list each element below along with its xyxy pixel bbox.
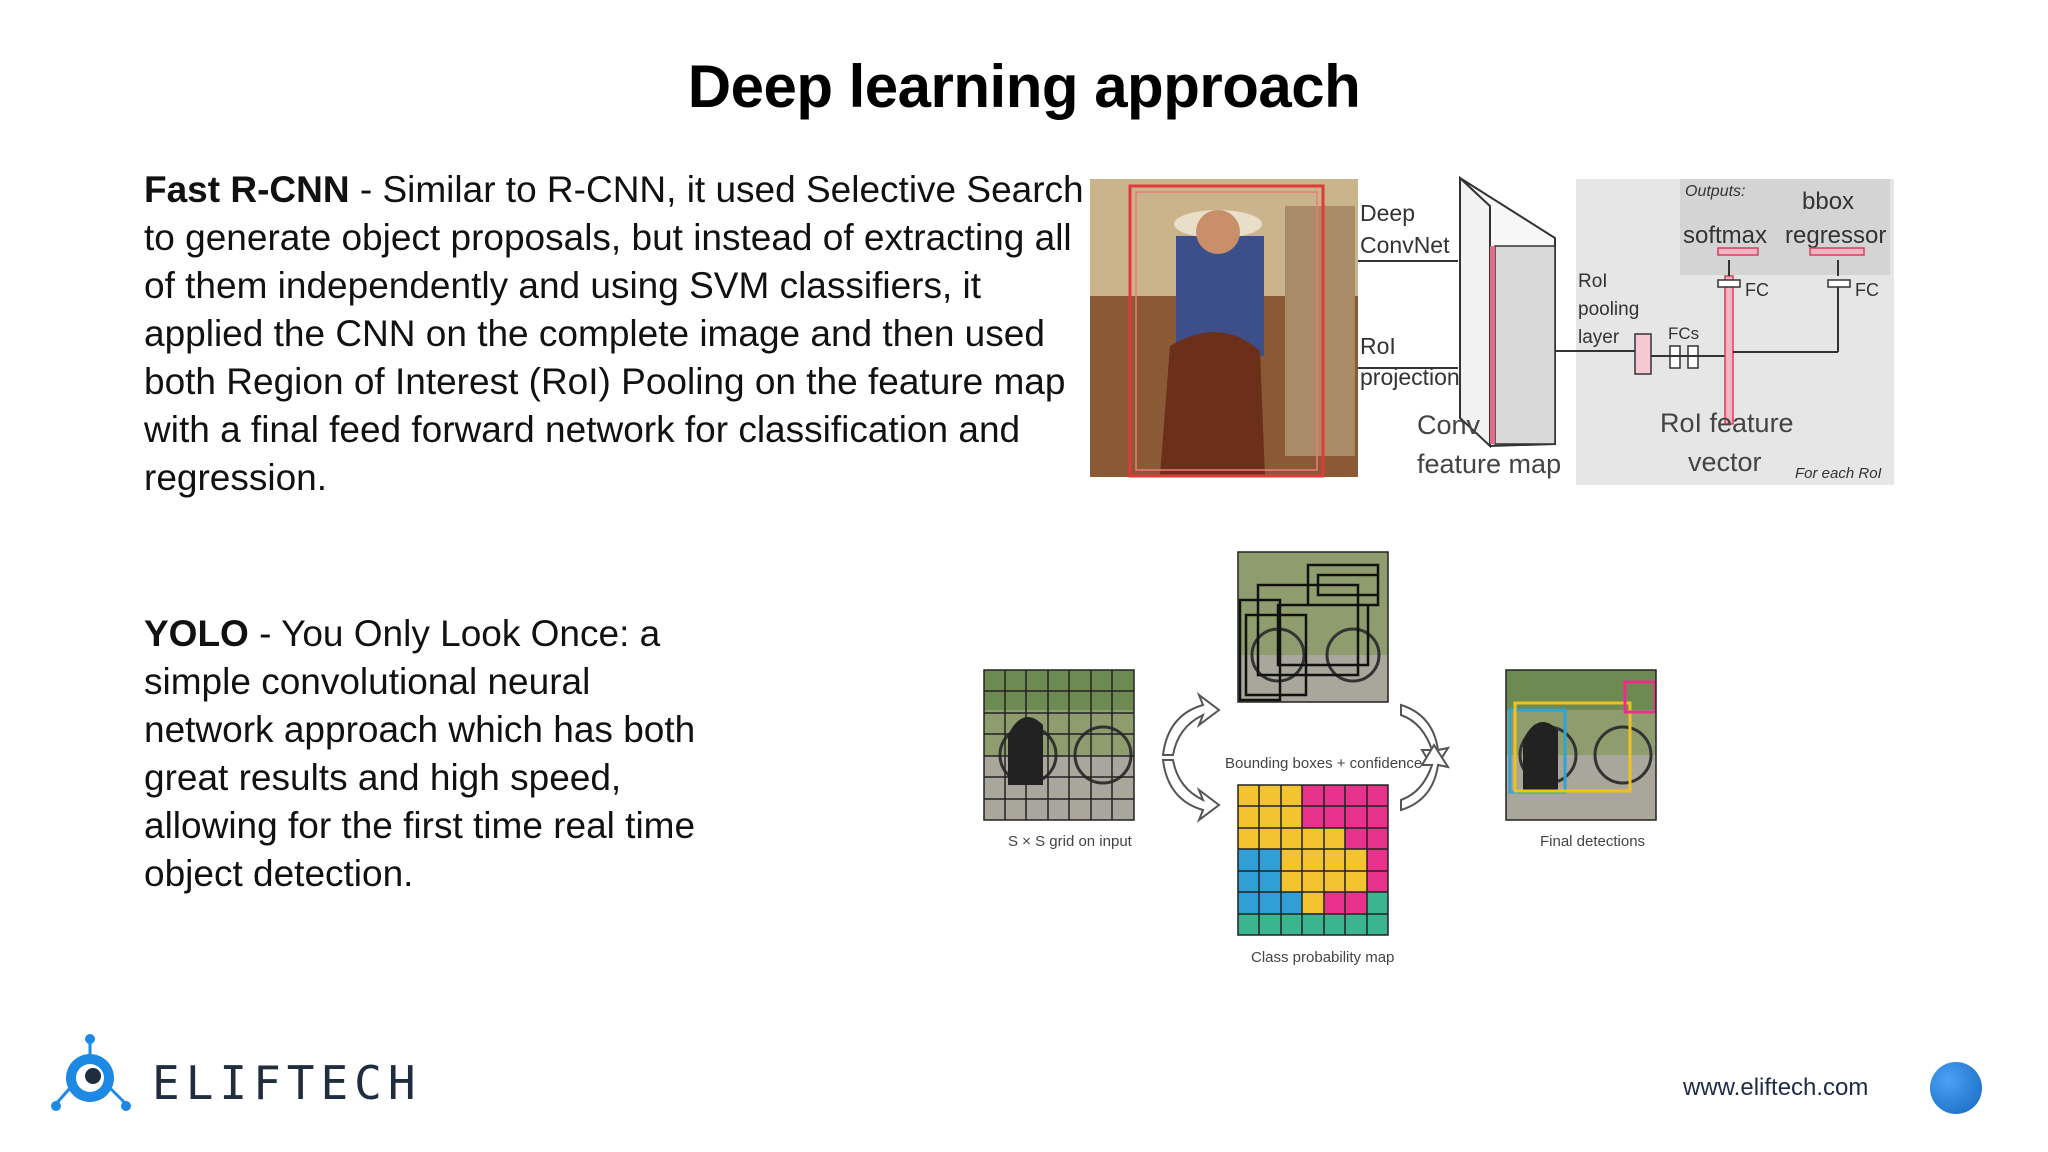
yolo-bounding-boxes [1237, 551, 1389, 703]
bbox-caption: Bounding boxes + confidence [1225, 755, 1422, 772]
yolo-term: YOLO [144, 613, 249, 654]
final-caption: Final detections [1540, 833, 1645, 850]
cowboy-photo [1090, 179, 1358, 478]
fast-rcnn-term: Fast R-CNN [144, 169, 350, 210]
convnet-label: ConvNet [1360, 232, 1450, 258]
roi-pool-label-2: pooling [1578, 299, 1639, 320]
yolo-diagram: S × S grid on input Bounding boxes + con… [983, 551, 1657, 966]
roi-feature-label: RoI feature [1660, 408, 1794, 438]
vector-label: vector [1688, 447, 1762, 477]
yolo-text: You Only Look Once: a simple convolution… [144, 613, 696, 894]
bbox-label: bbox [1802, 188, 1854, 215]
grid-caption: S × S grid on input [1008, 833, 1133, 850]
conv-feature-map-block [1459, 176, 1556, 449]
yolo-paragraph: YOLO - You Only Look Once: a simple conv… [144, 610, 724, 898]
website-link[interactable]: www.eliftech.com [1683, 1074, 1869, 1101]
outputs-label: Outputs: [1685, 183, 1745, 200]
brand-dot-icon [1930, 1062, 1982, 1114]
yolo-input-grid [983, 669, 1135, 821]
class-caption: Class probability map [1251, 949, 1394, 966]
slide-title: Deep learning approach [687, 53, 1361, 120]
yolo-final-detections [1505, 669, 1657, 821]
yolo-class-probability-map [1237, 784, 1389, 936]
fast-rcnn-paragraph: Fast R-CNN - Similar to R-CNN, it used S… [144, 166, 1084, 502]
yolo-sep: - [248, 613, 282, 654]
conv-label: Conv [1417, 410, 1481, 440]
fast-rcnn-text: Similar to R-CNN, it used Selective Sear… [144, 169, 1084, 498]
feature-map-label: feature map [1417, 449, 1561, 479]
for-each-roi-label: For each RoI [1795, 465, 1882, 482]
softmax-label: softmax [1683, 222, 1767, 249]
deep-label: Deep [1360, 200, 1415, 226]
roi-pool-label-1: RoI [1578, 271, 1608, 292]
fc-label-1: FC [1745, 280, 1769, 300]
logo-mark-icon [51, 1034, 131, 1111]
fast-rcnn-sep: - [349, 169, 383, 210]
fast-rcnn-diagram: Deep ConvNet RoI projection Conv feature… [1090, 176, 1894, 485]
logo-wordmark: ELIFTECH [152, 1056, 422, 1110]
regressor-label: regressor [1785, 222, 1886, 249]
roi-label: RoI [1360, 333, 1396, 359]
roi-pool-label-3: layer [1578, 327, 1620, 348]
fc-label-2: FC [1855, 280, 1879, 300]
fcs-label: FCs [1668, 324, 1699, 343]
arrow-icons [1161, 692, 1451, 823]
eliftech-logo [51, 1034, 131, 1111]
